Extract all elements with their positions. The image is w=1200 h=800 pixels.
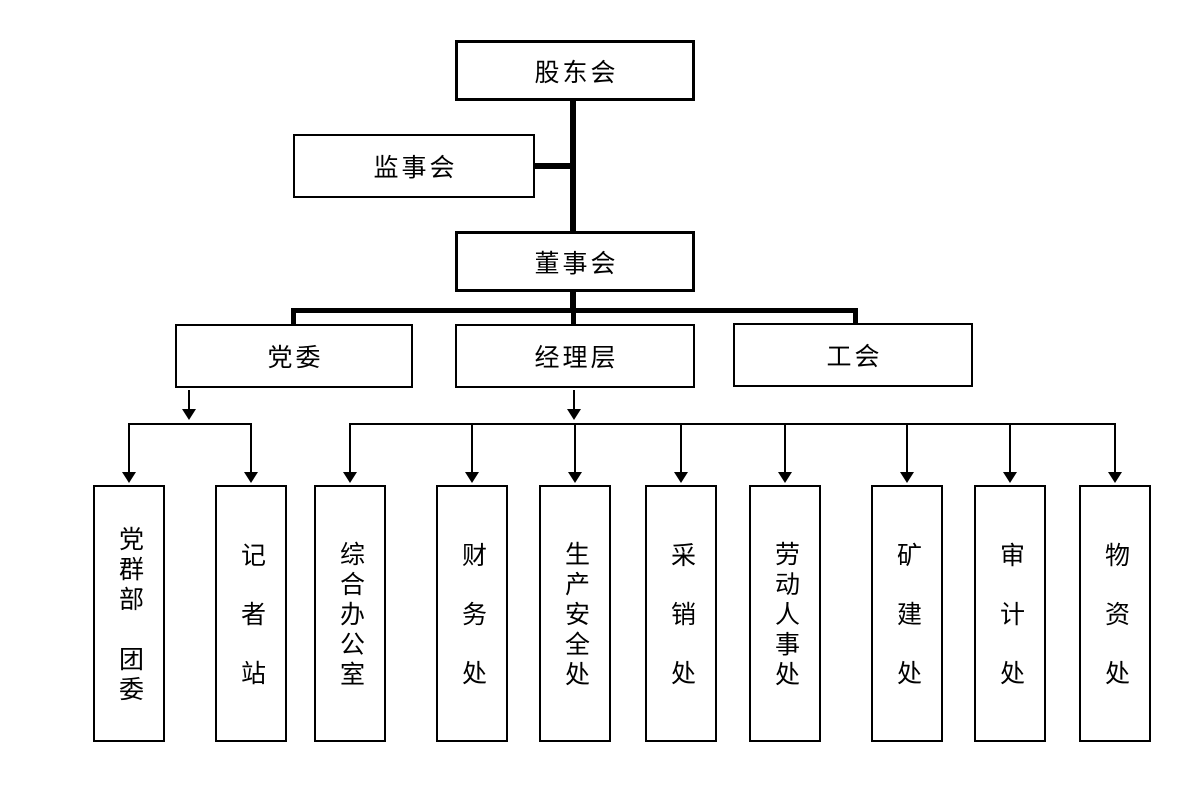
arrow-dept-shaft <box>471 423 473 473</box>
node-labor-union: 工会 <box>733 323 973 387</box>
arrow-management-stub-head <box>567 409 581 420</box>
connector-drop-management <box>571 308 576 326</box>
dept-label: 综合办公室 <box>336 541 364 691</box>
node-dept-procurement-sales: 采销处 <box>645 485 717 742</box>
arrow-dept-head <box>1108 472 1122 483</box>
arrow-dept-head <box>778 472 792 483</box>
node-dept-finance: 财务处 <box>436 485 508 742</box>
arrow-dept-head <box>244 472 258 483</box>
arrow-party-stub-shaft <box>188 390 190 412</box>
node-dept-mine-construction: 矿建处 <box>871 485 943 742</box>
connector-drop-party <box>291 308 296 326</box>
dept-label: 党群部 团委 <box>115 526 143 706</box>
arrow-dept-head <box>1003 472 1017 483</box>
node-dept-labor-personnel: 劳动人事处 <box>749 485 821 742</box>
node-dept-reporter-station: 记者站 <box>215 485 287 742</box>
node-management: 经理层 <box>455 324 695 388</box>
arrow-dept-shaft <box>574 423 576 473</box>
node-dept-materials: 物资处 <box>1079 485 1151 742</box>
connector-shareholders-board <box>570 101 576 232</box>
arrow-dept-shaft <box>784 423 786 473</box>
arrow-dept-head <box>465 472 479 483</box>
arrow-dept-shaft <box>906 423 908 473</box>
node-supervisory-board: 监事会 <box>293 134 535 198</box>
dept-label: 记者站 <box>237 542 265 719</box>
connector-board-stem <box>570 292 576 312</box>
arrow-dept-head <box>122 472 136 483</box>
arrow-dept-shaft <box>1009 423 1011 473</box>
arrow-dept-head <box>568 472 582 483</box>
node-dept-general-office: 综合办公室 <box>314 485 386 742</box>
arrow-dept-head <box>900 472 914 483</box>
arrow-dept-shaft <box>349 423 351 473</box>
dept-label: 生产安全处 <box>561 541 589 691</box>
dept-label: 劳动人事处 <box>771 541 799 691</box>
node-management-label: 经理层 <box>534 345 619 372</box>
node-shareholders-label: 股东会 <box>534 59 619 87</box>
dept-label: 审计处 <box>996 542 1024 719</box>
arrow-dept-head <box>343 472 357 483</box>
arrow-management-stub-shaft <box>573 390 575 412</box>
arrow-party-stub-head <box>182 409 196 420</box>
node-dept-party-mass-youth-league: 党群部 团委 <box>93 485 165 742</box>
arrow-dept-shaft <box>128 423 130 473</box>
arrow-dept-head <box>674 472 688 483</box>
node-shareholders: 股东会 <box>455 40 695 101</box>
connector-drop-union <box>853 308 858 325</box>
arrow-dept-shaft <box>250 423 252 473</box>
node-board-of-directors: 董事会 <box>455 231 695 292</box>
node-dept-audit: 审计处 <box>974 485 1046 742</box>
node-dept-production-safety: 生产安全处 <box>539 485 611 742</box>
node-supervisory-board-label: 监事会 <box>373 155 458 182</box>
node-labor-union-label: 工会 <box>826 344 883 371</box>
connector-supervisory-tee <box>535 163 573 169</box>
dept-label: 财务处 <box>458 542 486 719</box>
arrow-dept-shaft <box>680 423 682 473</box>
node-party-committee-label: 党委 <box>267 345 324 372</box>
dept-label: 采销处 <box>667 542 695 719</box>
node-board-of-directors-label: 董事会 <box>534 250 619 278</box>
arrow-dept-shaft <box>1114 423 1116 473</box>
node-party-committee: 党委 <box>175 324 413 388</box>
dept-label: 物资处 <box>1101 542 1129 719</box>
connector-party-children-bar <box>128 423 252 425</box>
dept-label: 矿建处 <box>893 542 921 719</box>
connector-management-children-bar <box>349 423 1115 425</box>
